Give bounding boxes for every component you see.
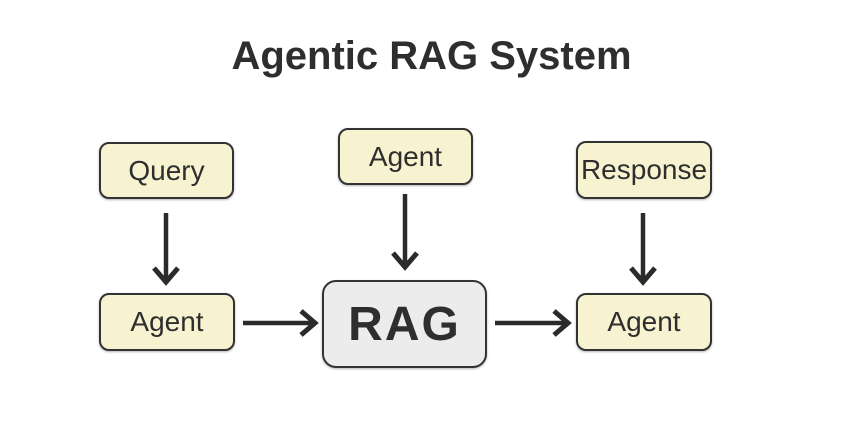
node-agent-top-label: Agent [368, 140, 443, 172]
arrow-agent-to-rag-right-icon [243, 309, 319, 337]
arrow-rag-to-agent-right-icon [495, 309, 572, 337]
node-agent-top: Agent [338, 128, 473, 185]
node-response: Response [576, 141, 712, 199]
node-agent-left-label: Agent [130, 306, 204, 337]
node-query: Query [99, 142, 234, 199]
node-response-label: Response [580, 154, 708, 185]
node-query-label: Query [128, 154, 205, 186]
arrow-response-to-agent-icon [629, 213, 657, 286]
node-agent-right: Agent [576, 293, 712, 351]
arrow-agent-to-rag-down-icon [391, 194, 419, 271]
node-rag: RAG [322, 280, 487, 368]
arrow-query-to-agent-icon [152, 213, 180, 286]
node-agent-left: Agent [99, 293, 235, 351]
node-agent-right-label: Agent [607, 306, 681, 337]
diagram-title: Agentic RAG System [231, 34, 632, 78]
node-rag-label: RAG [348, 297, 461, 351]
